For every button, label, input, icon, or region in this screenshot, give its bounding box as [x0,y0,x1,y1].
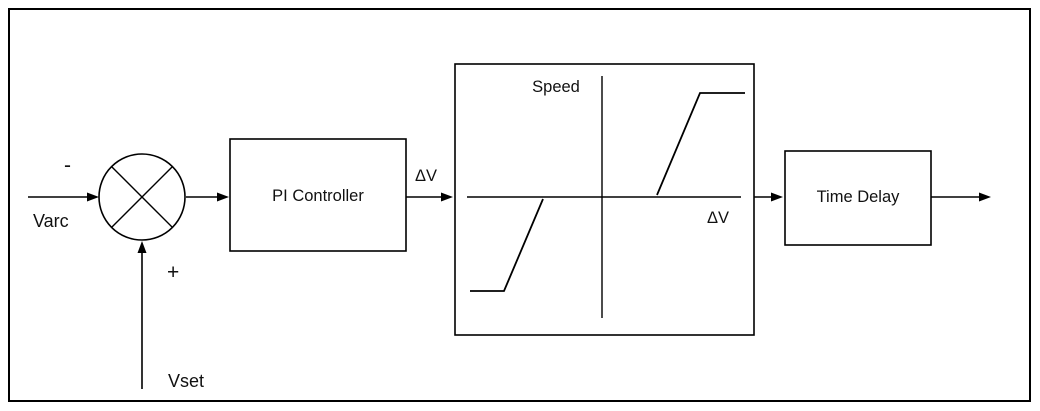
varc-label: Varc [33,211,69,231]
output-arrow [931,192,991,202]
time-delay-box [784,150,932,246]
deadzone-curve-right [656,92,745,196]
summing-junction [98,153,186,241]
minus-sign-label: - [64,154,71,177]
pi-controller-block: PI Controller [229,138,407,252]
pi-controller-box [229,138,407,252]
delta-v-signal-label: ΔV [415,167,437,185]
vset-input-arrow [137,241,147,389]
speed-axis-title: Speed [532,78,580,96]
nonlinearity-block: Speed ΔV [454,63,755,336]
varc-input-arrow [28,192,99,202]
plus-sign-label: + [167,261,179,284]
delta-v-axis-label: ΔV [707,209,729,227]
sum-to-pi-arrow [186,192,229,202]
arrowhead-icon [87,192,99,202]
nonlinearity-box [454,63,755,336]
vset-label: Vset [168,371,204,391]
arrowhead-icon [217,192,229,202]
time-delay-block: Time Delay [784,150,932,246]
summing-junction-cross-line [111,166,173,228]
pi-to-nonlinearity-arrow [406,192,453,202]
pi-controller-label: PI Controller [272,187,364,205]
deadzone-curve-left [470,198,544,292]
arrowhead-icon [979,192,991,202]
diagram-border [8,8,1031,402]
arrowhead-icon [441,192,453,202]
time-delay-label: Time Delay [817,188,901,206]
arrowhead-icon [771,192,783,202]
arrowhead-icon [137,241,147,253]
nonlinearity-to-delay-arrow [754,192,783,202]
